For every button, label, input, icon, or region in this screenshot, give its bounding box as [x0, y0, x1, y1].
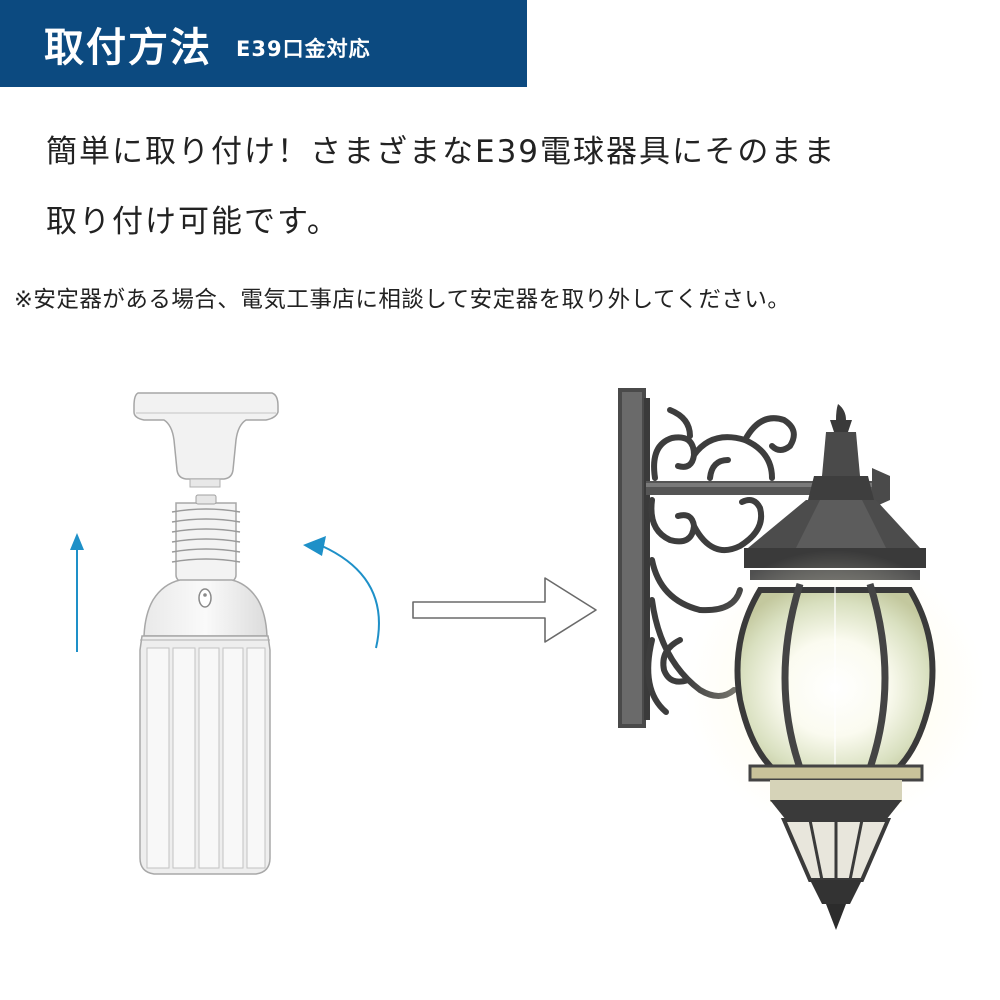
corn-led-bulb — [139, 494, 271, 875]
ballast-note: ※安定器がある場合、電気工事店に相談して安定器を取り外してください。 — [14, 287, 791, 313]
e39-socket — [133, 392, 279, 488]
description-line-2: 取り付け可能です。 — [46, 204, 340, 240]
rotate-arrow-icon — [303, 536, 380, 649]
up-arrow-icon — [70, 533, 84, 652]
header-bar: 取付方法 E39口金対応 — [0, 0, 527, 87]
right-arrow-icon — [412, 577, 597, 643]
page-title: 取付方法 — [44, 24, 212, 71]
description-line-1: 簡単に取り付け！さまざまなE39電球器具にそのまま — [46, 134, 837, 170]
page-subtitle: E39口金対応 — [236, 36, 371, 61]
wall-lantern-fixture — [618, 388, 985, 930]
installation-illustration — [70, 388, 985, 930]
